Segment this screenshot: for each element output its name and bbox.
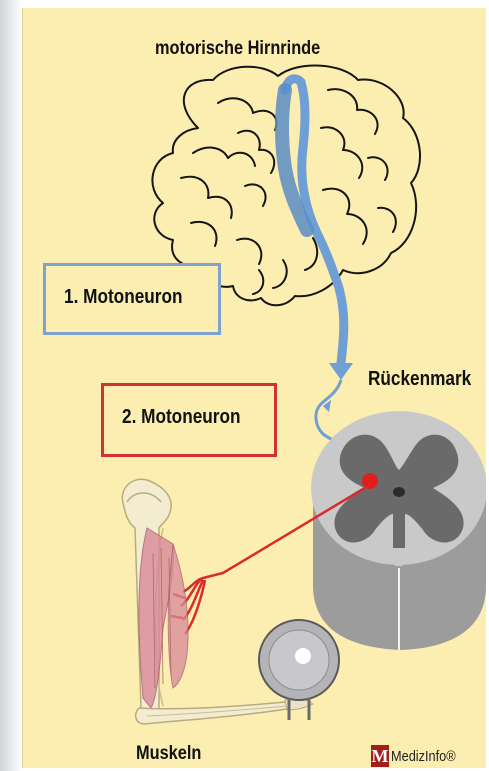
medizinfo-logo: M MedizInfo®	[371, 744, 467, 768]
label-muscles: Muskeln	[136, 743, 201, 765]
label-spinal-cord: Rückenmark	[368, 368, 471, 391]
label-motor-cortex: motorische Hirnrinde	[155, 38, 320, 60]
spinal-cord-cross-section	[311, 411, 486, 650]
label-second-motoneuron: 2. Motoneuron	[122, 406, 240, 429]
label-first-motoneuron: 1. Motoneuron	[64, 286, 182, 309]
diagram-panel: motorische Hirnrinde 1. Motoneuron 2. Mo…	[22, 8, 486, 768]
logo-letter-icon: M	[371, 745, 389, 767]
logo-text: MedizInfo®	[391, 748, 456, 765]
page-edge-shadow	[0, 0, 22, 771]
second-motoneuron-box: 2. Motoneuron	[101, 383, 277, 457]
first-motoneuron-box: 1. Motoneuron	[43, 263, 221, 335]
